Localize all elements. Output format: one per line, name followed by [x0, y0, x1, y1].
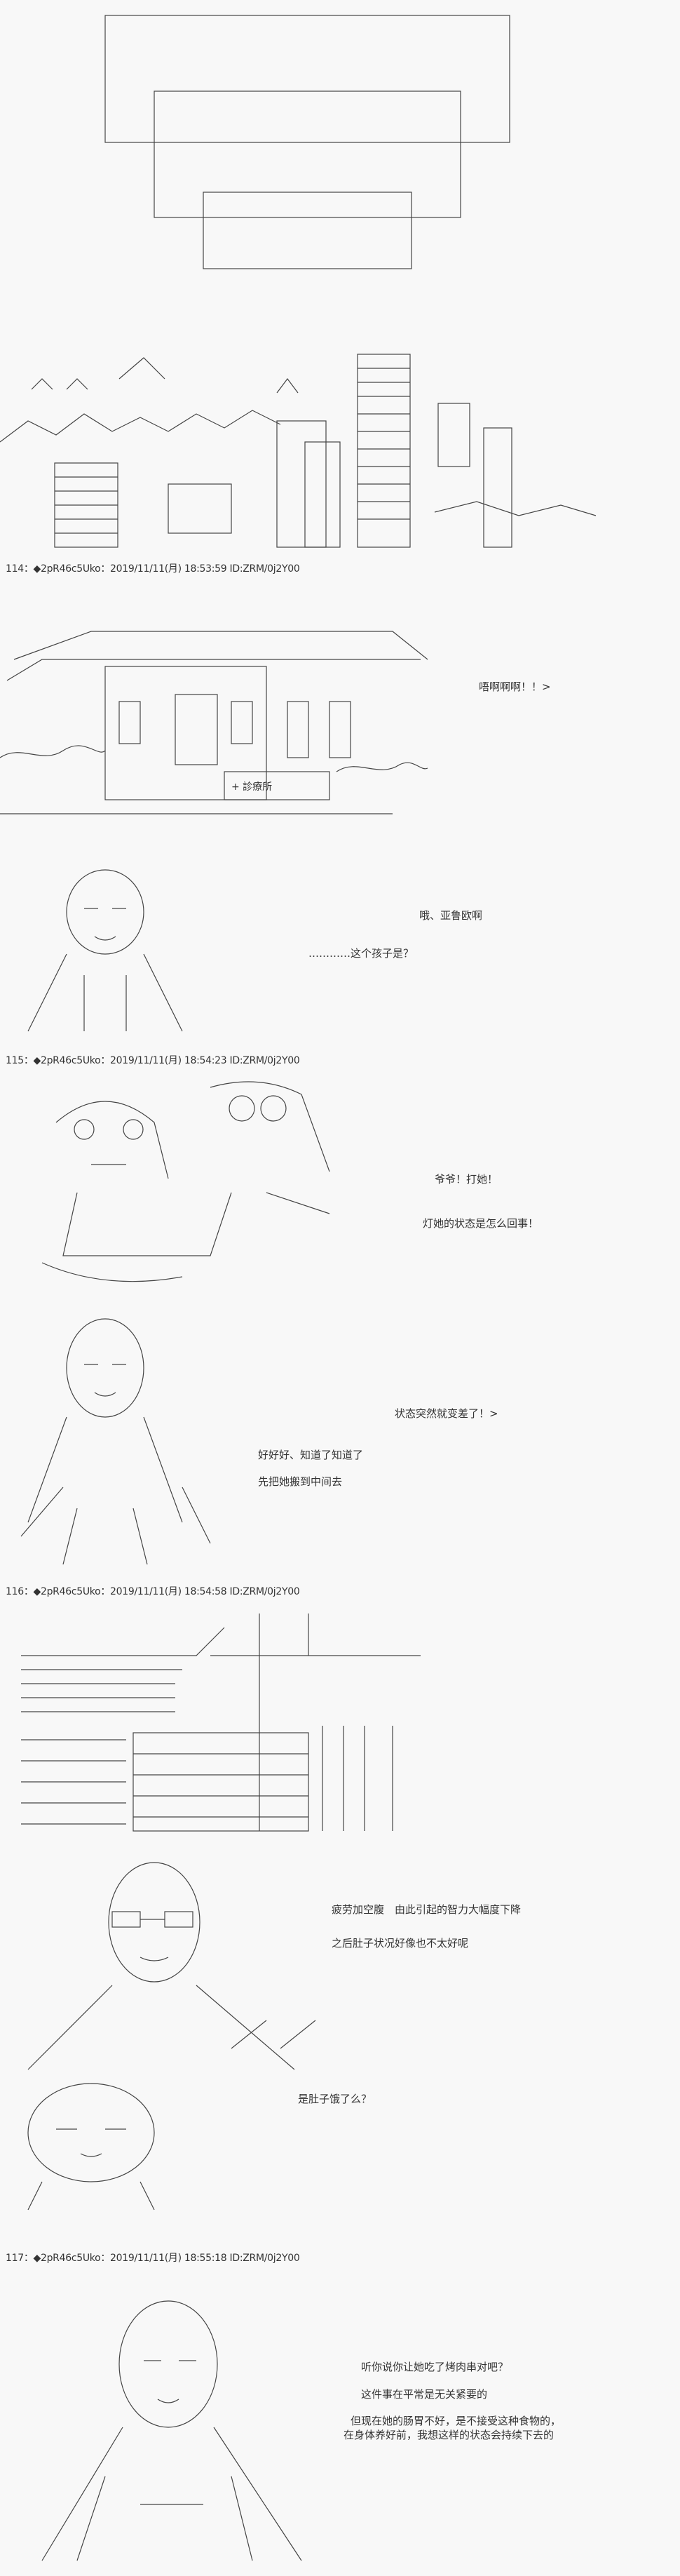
small-figure-art — [27, 2083, 155, 2211]
post-header-114: 114：◆2pR46c5Uko：2019/11/11(月) 18:53:59 I… — [6, 563, 300, 575]
dialogue-until-healed: 在身体养好前，我想这样的状态会持续下去的 — [344, 2429, 555, 2441]
dialogue-but-now: 但现在她的肠胃不好，是不接受这种食物的， — [351, 2415, 562, 2427]
city-skyline-art — [0, 354, 597, 548]
clinic-building-art: + 診療所 — [0, 631, 428, 814]
post-header-115: 115：◆2pR46c5Uko：2019/11/11(月) 18:54:23 I… — [6, 1055, 300, 1066]
dialogue-grandpa: 爷爷！打她！ — [435, 1173, 498, 1186]
dialogue-normally-fine: 这件事在平常是无关紧要的 — [361, 2388, 488, 2401]
dialogue-who-child: …………这个孩子是？ — [308, 947, 414, 960]
post-header-116: 116：◆2pR46c5Uko：2019/11/11(月) 18:54:58 I… — [6, 1586, 300, 1597]
dialogue-scream: 唔啊啊啊！！> — [479, 680, 551, 693]
dialogue-fatigue: 疲劳加空腹 由此引起的智力大幅度下降 — [332, 1903, 522, 1916]
old-man-figure-art — [27, 869, 183, 1032]
dialogue-suddenly-worse: 状态突然就变差了！> — [395, 1407, 498, 1420]
old-man-explaining-figure-art — [41, 2300, 302, 2561]
dialogue-stomach: 之后肚子状况好像也不太好呢 — [332, 1937, 469, 1950]
dialogue-move-her: 先把她搬到中间去 — [258, 1475, 343, 1488]
clinic-sign: + 診療所 — [231, 781, 272, 793]
old-man-carrying-figure-art — [20, 1318, 211, 1565]
old-man-glasses-figure-art — [27, 1862, 316, 2070]
title-boxes-art — [104, 15, 510, 269]
post-header-117: 117：◆2pR46c5Uko：2019/11/11(月) 18:55:18 I… — [6, 2253, 300, 2264]
dialogue-hungry: 是肚子饿了么？ — [298, 2093, 372, 2105]
dialogue-skewers: 听你说你让她吃了烤肉串对吧？ — [361, 2361, 509, 2373]
girl-and-glasses-figures-art — [41, 1081, 330, 1282]
dialogue-oh-yaluo: 哦、亚鲁欧啊 — [419, 909, 483, 922]
dialogue-ok-ok: 好好好、知道了知道了 — [258, 1449, 364, 1461]
dialogue-whats-wrong: 灯她的状态是怎么回事！ — [423, 1217, 539, 1230]
clinic-interior-art — [21, 1614, 421, 1832]
